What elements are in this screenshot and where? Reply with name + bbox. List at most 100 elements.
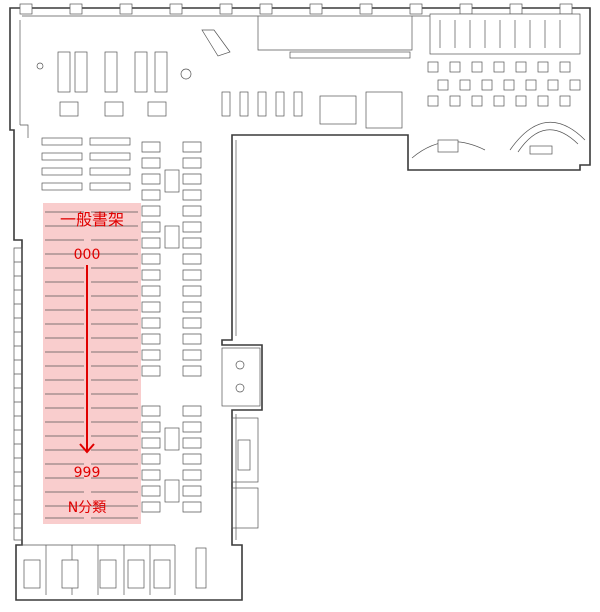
main-stacks (41, 137, 131, 191)
classification-label: N分類 (68, 500, 106, 516)
desk-grid (141, 141, 202, 513)
shelf-row (89, 152, 131, 161)
sink (235, 383, 245, 393)
range-start-label: 000 (74, 247, 101, 263)
shelf-row-lines (45, 211, 138, 519)
columns-north (19, 3, 573, 15)
stool (180, 68, 192, 80)
pillar (164, 225, 180, 249)
shelf-row (89, 137, 131, 146)
cafe-table (481, 79, 493, 91)
cafe-table (503, 79, 515, 91)
bookshelf-block (429, 13, 581, 55)
room-table (127, 559, 145, 589)
cafe-area (411, 61, 586, 159)
meeting-table (237, 439, 251, 471)
highlighted-shelf-rows (45, 211, 138, 519)
cafe-table (427, 61, 439, 73)
shelf-row (41, 167, 83, 176)
study-room-walls (20, 544, 176, 595)
office (319, 95, 357, 125)
wall-shelf-divisions (14, 261, 22, 529)
stair-rail (201, 29, 231, 57)
study-rooms (20, 544, 207, 595)
call-number-flow (79, 265, 95, 454)
cafe-table (449, 95, 461, 107)
office (365, 91, 403, 129)
side-room (231, 487, 259, 529)
column (119, 3, 133, 15)
column (559, 3, 573, 15)
column (69, 3, 83, 15)
shelf-row (41, 152, 83, 161)
inner-wall (19, 20, 29, 138)
counter (289, 51, 411, 59)
table (59, 101, 79, 117)
lounge-table (437, 139, 459, 153)
cafe-table (547, 79, 559, 91)
shelf-row (41, 137, 83, 146)
flow-arrow-head (79, 443, 95, 454)
pillar (164, 427, 180, 451)
stool (36, 62, 44, 70)
cafe-table (537, 61, 549, 73)
cafe-table (559, 95, 571, 107)
cafe-table (459, 79, 471, 91)
east-wing (221, 347, 261, 529)
sink (235, 360, 245, 370)
column (259, 3, 273, 15)
shelf (104, 51, 118, 93)
shelf (257, 91, 267, 117)
cafe-table (537, 95, 549, 107)
table (147, 101, 167, 117)
cafe-table (525, 79, 537, 91)
column (169, 3, 183, 15)
cafe-table (515, 95, 527, 107)
curved-seating (509, 121, 586, 151)
shelf (134, 51, 148, 93)
reading-desks (141, 141, 202, 513)
shelf (74, 51, 88, 93)
shelf (239, 91, 249, 117)
staff-room-wall (257, 16, 413, 51)
cafe-table (427, 95, 439, 107)
room-table (61, 559, 79, 589)
room-table (23, 559, 41, 589)
cafe-table (471, 95, 483, 107)
column (459, 3, 473, 15)
shelf (154, 51, 168, 93)
table (104, 101, 124, 117)
nw-reading-zone (36, 51, 192, 117)
west-shelving (13, 247, 23, 541)
room-table (153, 559, 171, 589)
staff-area (201, 13, 581, 59)
shelf (275, 91, 285, 117)
shelf (221, 91, 231, 117)
cafe-table (569, 79, 581, 91)
zone-title: 一般書架 (60, 210, 124, 229)
cafe-table (515, 61, 527, 73)
range-end-label: 999 (74, 465, 101, 481)
cafe-table (471, 61, 483, 73)
column (509, 3, 523, 15)
general-bookshelf-zone (43, 203, 141, 524)
cafe-table (559, 61, 571, 73)
column (19, 3, 33, 15)
column (409, 3, 423, 15)
shelf (57, 51, 71, 93)
cafe-table (449, 61, 461, 73)
shelf (293, 91, 303, 117)
curved-seating-inner (517, 129, 579, 153)
shelf-row (41, 182, 83, 191)
room-table (99, 559, 117, 589)
wall-shelf (13, 247, 23, 541)
central-shelves (221, 91, 403, 129)
shelf-row (89, 167, 131, 176)
restroom (221, 347, 261, 407)
column (219, 3, 233, 15)
pillar (164, 169, 180, 193)
column (309, 3, 323, 15)
shelf-divisions (439, 20, 561, 48)
lounge-table (529, 145, 553, 155)
